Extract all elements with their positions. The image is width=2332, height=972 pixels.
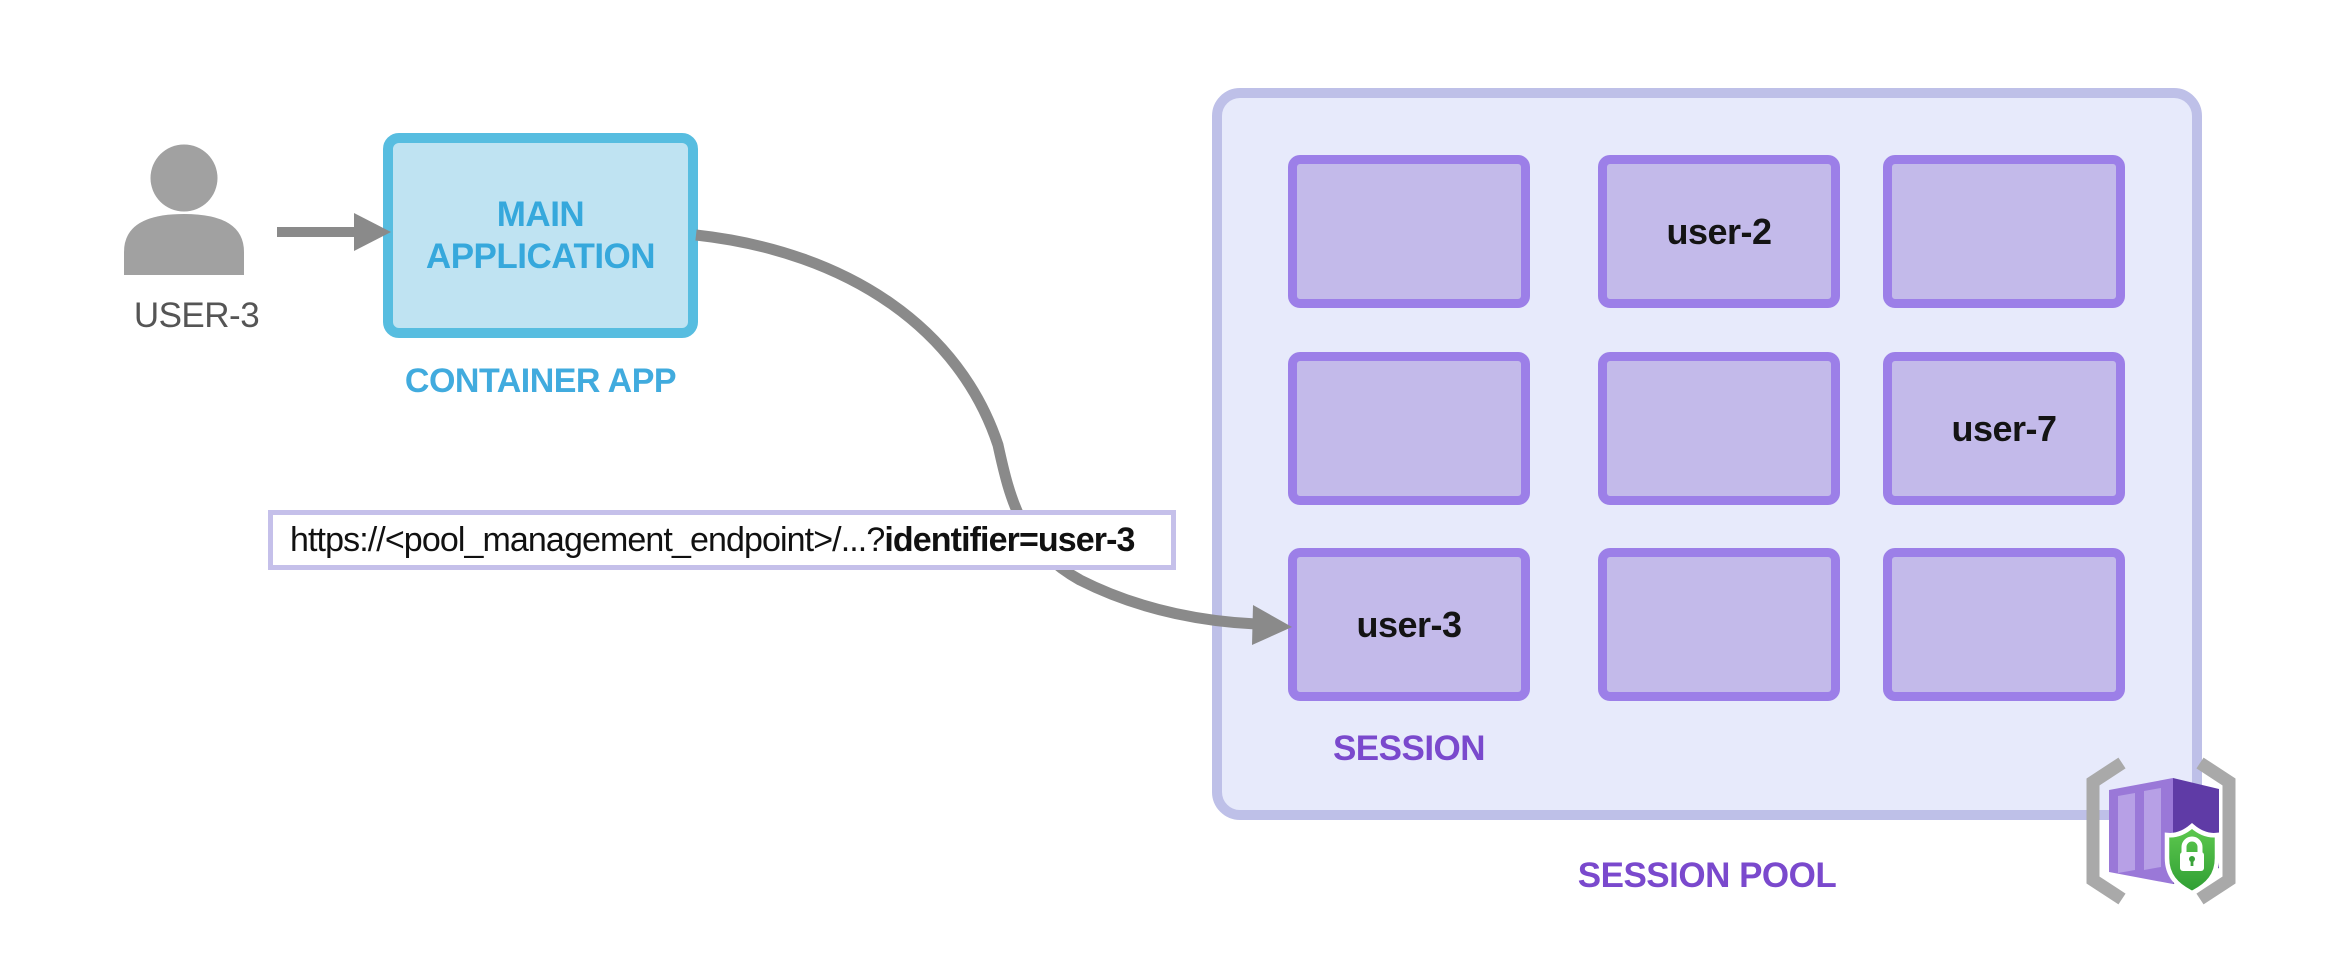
session-caption: SESSION [1332,729,1486,768]
container-shield-lock-icon [2086,757,2236,905]
shield-lock-icon [2164,823,2220,896]
container-app-caption: CONTAINER APP [404,362,677,400]
session-cell [1598,548,1840,701]
session-cell-label: user-7 [1951,407,2057,449]
session-cell: user-7 [1883,352,2125,505]
person-icon [124,144,244,275]
session-cell [1883,155,2125,308]
url-identifier-emphasis: identifier=user-3 [884,520,1135,559]
session-cell: user-3 [1288,548,1530,701]
app-to-session-arrow [695,229,1292,645]
session-cell: user-2 [1598,155,1840,308]
pool-endpoint-url: https://<pool_management_endpoint>/...?i… [268,510,1176,570]
session-cell [1598,352,1840,505]
main-application-title: MAIN APPLICATION [425,194,656,278]
session-cell [1288,352,1530,505]
session-pool-caption: SESSION POOL [1577,856,1837,895]
url-prefix: https://<pool_management_endpoint>/...? [290,520,885,559]
user-to-app-arrow [277,213,391,251]
session-cell-label: user-3 [1356,603,1462,645]
session-cell [1883,548,2125,701]
main-application-title-line2: APPLICATION [425,236,656,276]
user-label: USER-3 [133,296,260,335]
session-cell-label: user-2 [1666,210,1772,252]
main-application-box: MAIN APPLICATION [383,133,698,338]
main-application-title-line1: MAIN [496,194,585,234]
bracket-glyphs [2086,757,2236,905]
session-pool-box: user-2 user-7 user-3 SESSION [1212,88,2202,820]
session-cell [1288,155,1530,308]
